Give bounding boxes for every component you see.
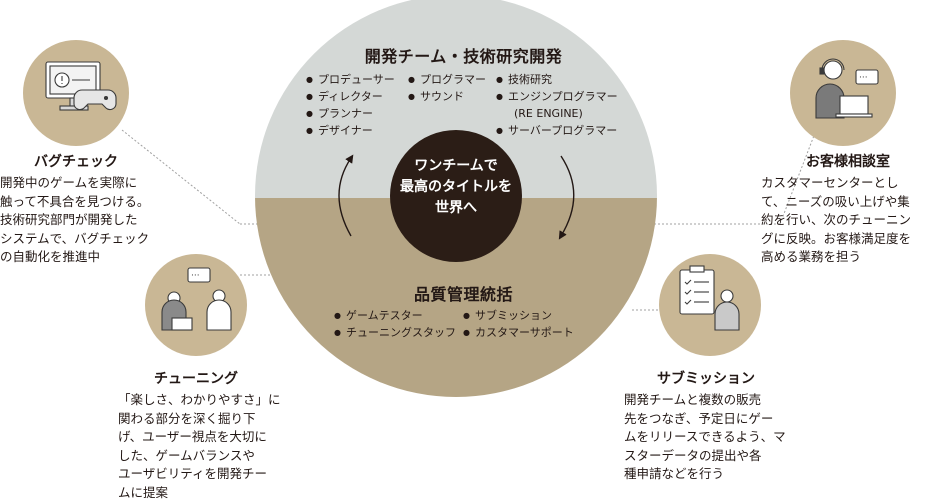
list-item: 技術研究	[496, 71, 618, 88]
description-line: の自動化を推進中	[0, 249, 101, 264]
cycle-arrow-icon	[558, 155, 575, 240]
meeting-people-icon: ···	[161, 267, 232, 331]
submission-title: サブミッション	[657, 371, 755, 387]
qa-title: 品質管理統括	[413, 285, 513, 304]
list-item: プログラマー	[408, 71, 486, 88]
connector-lines	[121, 119, 821, 311]
description-line: した、ゲームバランスや	[118, 447, 255, 463]
list-item: サブミッション	[463, 307, 574, 324]
qa-list-1: ゲームテスター チューニングスタッフ	[334, 307, 456, 341]
list-item: ゲームテスター	[334, 307, 456, 324]
description-line: スターデータの提出や各	[624, 447, 762, 463]
dev-team-list-1: プロデューサー ディレクター プランナー デザイナー	[306, 71, 395, 139]
description-line: カスタマーセンターとし	[761, 175, 899, 190]
core-circle	[390, 130, 522, 262]
customer-description: カスタマーセンターとし て、ニーズの吸い上げや集 約を行い、次のチューニン グに…	[761, 174, 911, 267]
description-line: 触って不具合を見つける。	[0, 193, 150, 209]
dev-team-title: 開発チーム・技術研究開発	[364, 47, 563, 66]
core-message: ワンチームで 最高のタイトルを 世界へ	[392, 156, 520, 256]
submission-description: 開発チームと複数の販売 先をつなぎ、予定日にゲー ムをリリースできるよう、マ ス…	[624, 391, 786, 484]
list-item-sub: (RE ENGINE)	[514, 107, 583, 120]
list-item: エンジンプログラマー (RE ENGINE)	[496, 88, 618, 122]
core-line: ワンチームで	[414, 158, 498, 174]
description-line: 技術研究部門が開発した	[0, 212, 138, 227]
list-item: デザイナー	[306, 122, 395, 139]
list-item-text: エンジンプログラマー	[508, 90, 618, 103]
description-line: 種申請などを行う	[624, 466, 725, 481]
qa-list-2: サブミッション カスタマーサポート	[463, 307, 574, 341]
description-line: 開発中のゲームを実際に	[0, 175, 138, 190]
svg-text:···: ···	[859, 73, 868, 83]
description-line: グに反映。お客様満足度を	[761, 230, 912, 246]
description-line: ムに提案	[118, 484, 169, 500]
description-line: 約を行い、次のチューニン	[761, 212, 912, 227]
description-line: 「楽しさ、わかりやすさ」に	[118, 392, 281, 407]
list-item: プロデューサー	[306, 71, 395, 88]
bug-check-title: バグチェック	[34, 154, 118, 170]
checklist-person-icon	[679, 265, 740, 331]
core-line: 世界へ	[435, 200, 477, 216]
list-item: チューニングスタッフ	[334, 324, 456, 341]
dev-team-list-2: プログラマー サウンド	[408, 71, 486, 105]
list-item: サウンド	[408, 88, 486, 105]
description-line: ムをリリースできるよう、マ	[624, 429, 786, 444]
description-line: 高める業務を担う	[761, 249, 862, 264]
monitor-gamepad-icon	[45, 61, 117, 111]
description-line: 関わる部分を深く掘り下	[118, 410, 256, 426]
list-item: サーバープログラマー	[496, 122, 618, 139]
description-line: 開発チームと複数の販売	[624, 392, 762, 407]
connector-bug-check	[121, 129, 241, 225]
list-item: プランナー	[306, 105, 395, 122]
tuning-title: チューニング	[154, 371, 238, 387]
description-line: 先をつなぎ、予定日にゲー	[624, 410, 774, 426]
svg-text:···: ···	[191, 271, 200, 281]
bug-check-description: 開発中のゲームを実際に 触って不具合を見つける。 技術研究部門が開発した システ…	[0, 174, 149, 267]
customer-title: お客様相談室	[806, 154, 890, 170]
tuning-description: 「楽しさ、わかりやすさ」に 関わる部分を深く掘り下 げ、ユーザー視点を大切に し…	[118, 391, 281, 502]
description-line: て、ニーズの吸い上げや集	[761, 193, 910, 209]
description-line: システムで、バグチェック	[0, 230, 150, 246]
core-line: 最高のタイトルを	[400, 179, 512, 195]
dev-team-list-3: 技術研究 エンジンプログラマー (RE ENGINE) サーバープログラマー	[496, 71, 618, 139]
description-line: ユーザビリティを開発チー	[118, 466, 268, 481]
list-item: ディレクター	[306, 88, 395, 105]
headset-operator-icon: ···	[815, 58, 879, 119]
description-line: げ、ユーザー視点を大切に	[118, 429, 267, 444]
cycle-arrow-icon	[338, 154, 354, 237]
connector-customer-diag	[779, 119, 821, 225]
list-item: カスタマーサポート	[463, 324, 574, 341]
